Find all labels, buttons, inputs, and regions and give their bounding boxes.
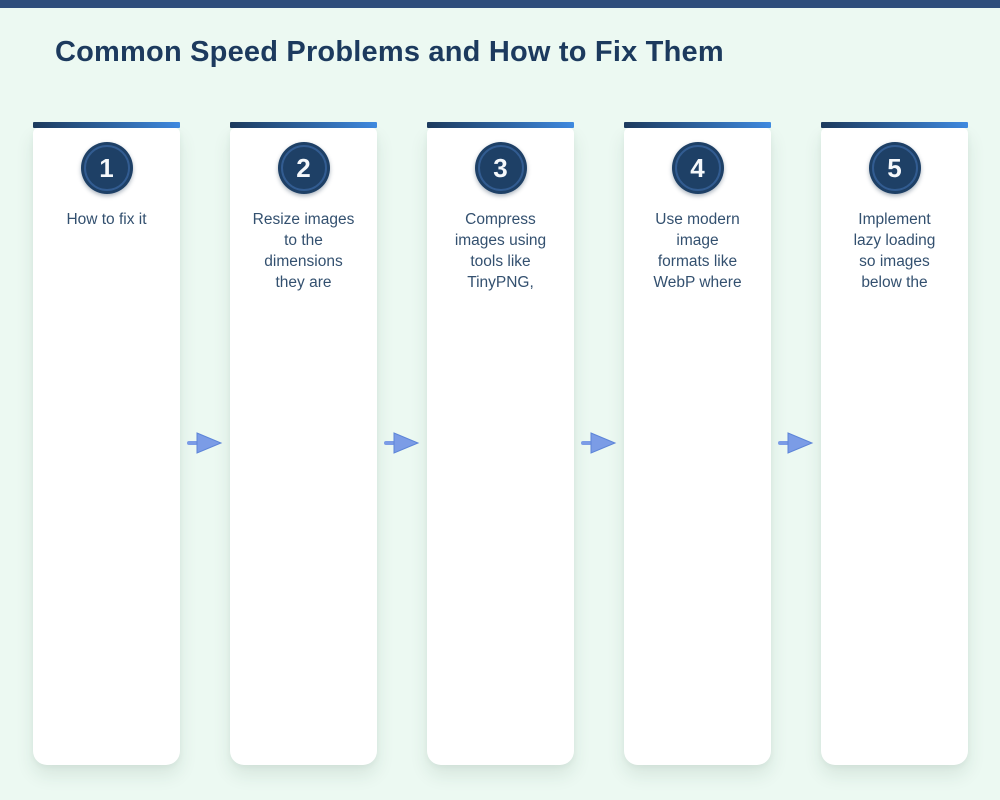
step-number-badge: 2: [277, 142, 330, 194]
arrow-right-icon: [384, 432, 420, 454]
arrow-right-icon: [581, 432, 617, 454]
step-number-badge: 1: [80, 142, 133, 194]
step-number: 1: [99, 153, 114, 183]
page-top-accent-bar: [0, 0, 1000, 8]
step-card-3: 3 Compress images using tools like TinyP…: [427, 122, 574, 765]
step-description: Use modern image formats like WebP where: [653, 211, 742, 291]
card-body: 5 Implement lazy loading so images below…: [821, 128, 968, 765]
step-card-4: 4 Use modern image formats like WebP whe…: [624, 122, 771, 765]
step-description: Implement lazy loading so images below t…: [853, 211, 936, 291]
card-accent-bar: [33, 122, 180, 128]
page-title: Common Speed Problems and How to Fix The…: [55, 36, 724, 68]
card-body: 4 Use modern image formats like WebP whe…: [624, 128, 771, 765]
card-body: 1 How to fix it: [33, 128, 180, 765]
step-number-badge: 3: [474, 142, 527, 194]
step-card-5: 5 Implement lazy loading so images below…: [821, 122, 968, 765]
card-accent-bar: [821, 122, 968, 128]
card-accent-bar: [427, 122, 574, 128]
step-card-2: 2 Resize images to the dimensions they a…: [230, 122, 377, 765]
step-number: 3: [493, 153, 508, 183]
step-number: 2: [296, 153, 311, 183]
card-body: 3 Compress images using tools like TinyP…: [427, 128, 574, 765]
step-description: Resize images to the dimensions they are: [252, 211, 355, 291]
step-number-badge: 4: [671, 142, 724, 194]
steps-row: 1 How to fix it 2 Resize images to the d…: [33, 122, 968, 765]
step-description: How to fix it: [66, 211, 147, 228]
step-card-1: 1 How to fix it: [33, 122, 180, 765]
step-number-badge: 5: [868, 142, 921, 194]
card-accent-bar: [230, 122, 377, 128]
step-description: Compress images using tools like TinyPNG…: [454, 211, 547, 291]
step-number: 5: [887, 153, 902, 183]
arrow-right-icon: [187, 432, 223, 454]
arrow-right-icon: [778, 432, 814, 454]
step-number: 4: [690, 153, 705, 183]
card-accent-bar: [624, 122, 771, 128]
card-body: 2 Resize images to the dimensions they a…: [230, 128, 377, 765]
